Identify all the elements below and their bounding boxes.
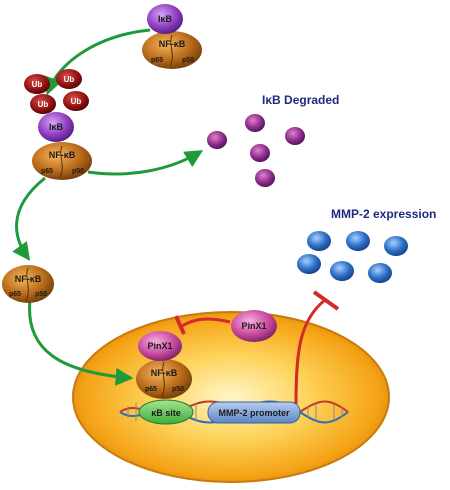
kb-site-label: κB site [151,408,181,418]
mmp2-promoter-box [207,401,301,424]
p50-label: p50 [35,291,47,298]
arrow-ikb-to-ubiquitination [44,28,151,96]
arrow-to-ikb-degraded [87,150,204,176]
mmp2-protein [368,263,392,283]
mmp2-expression-title: MMP-2 expression [331,207,436,221]
pinx1-protein [231,310,277,342]
pinx1-label: PinX1 [241,321,266,331]
pinx1-free: PinX1 [231,310,277,342]
ikb-nfkb-complex-ubiquitinated: IκB NF-κB p65 p50 [32,112,92,180]
inhibit-line-promoter [294,298,326,405]
ikb-protein [38,112,74,142]
ikb-nfkb-complex-top: IκB NF-κB p65 p50 [142,4,202,69]
free-nfkb: NF-κB p65 p50 [2,265,54,303]
ubiquitin [24,74,50,94]
inhibit-line-pinx1 [181,317,231,328]
inhibit-bar-promoter [312,290,340,311]
ikb-degraded-title: IκB Degraded [262,93,339,107]
p65-label: p65 [9,291,21,298]
p50-label: p50 [182,57,194,64]
pinx1-label: PinX1 [147,341,172,351]
mmp2-promoter: MMP-2 promoter [207,401,301,424]
p65-label: p65 [145,386,157,393]
ub-label: Ub [38,100,49,109]
ikb-protein [147,4,183,34]
mmp2-protein [297,254,321,274]
inhibit-bar-pinx1 [174,315,186,335]
ub-label: Ub [64,75,75,84]
nfkb-label: NF-κB [151,368,178,378]
ikb-label: IκB [158,14,173,24]
ubiquitin [63,91,89,111]
ubiquitin-cluster: Ub Ub Ub Ub [24,69,89,114]
mmp2-protein [330,261,354,281]
p65-label: p65 [41,168,53,175]
nfkb-label: NF-κB [49,150,76,160]
mmp2-proteins [297,231,408,283]
kb-site-box [138,399,194,425]
nfkb-label: NF-κB [159,39,186,49]
kb-site: κB site [138,399,194,425]
ubiquitin [30,94,56,114]
ubiquitin [56,69,82,89]
ub-label: Ub [71,97,82,106]
mmp2-promoter-label: MMP-2 promoter [218,408,290,418]
p50-label: p50 [72,168,84,175]
ikb-fragment [207,131,227,149]
pinx1-nfkb-complex: PinX1 NF-κB p65 p50 [136,331,192,399]
p65-label: p65 [151,57,163,64]
ikb-label: IκB [49,122,64,132]
p50-label: p50 [172,386,184,393]
ikb-fragment [285,127,305,145]
nfkb-label: NF-κB [15,274,42,284]
degraded-ikb-fragments [207,114,305,187]
mmp2-protein [384,236,408,256]
nucleus [72,311,390,483]
ikb-fragment [245,114,265,132]
ikb-fragment [250,144,270,162]
pinx1-protein [138,331,182,361]
arrow-to-free-nfkb [12,176,46,261]
mmp2-protein [307,231,331,251]
mmp2-protein [346,231,370,251]
arrow-to-nucleus [28,299,134,386]
ub-label: Ub [32,80,43,89]
ikb-fragment [255,169,275,187]
